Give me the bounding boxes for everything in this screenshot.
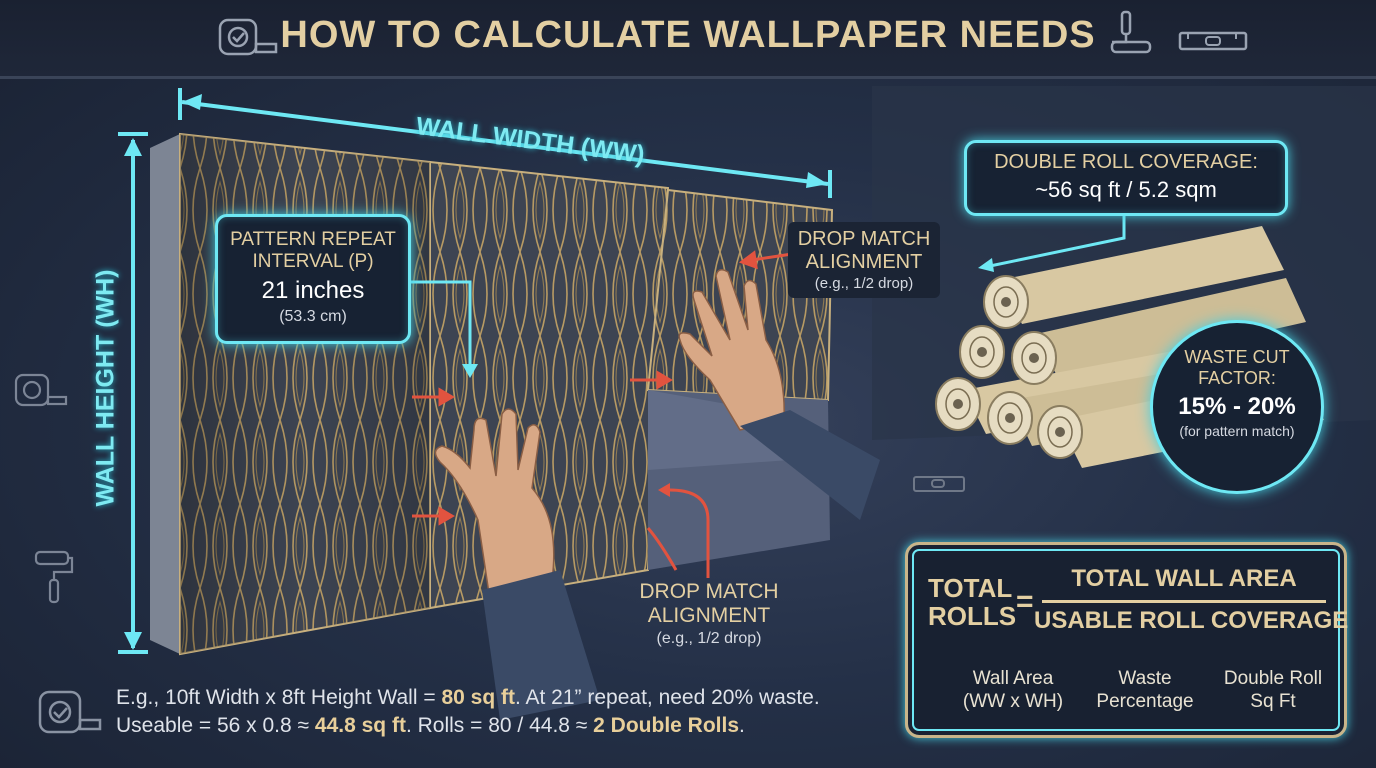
waste-factor-value: 15% - 20% — [1178, 393, 1296, 420]
formula-numerator: TOTAL WALL AREA — [1071, 565, 1297, 592]
wall-height-label: WALL HEIGHT (WH) — [91, 269, 120, 507]
spirit-level-icon — [1178, 30, 1250, 52]
drop-match-top-line2: ALIGNMENT — [805, 251, 923, 273]
tape-measure-icon — [218, 16, 278, 58]
drop-match-top-line1: DROP MATCH — [797, 228, 931, 250]
drop-match-top-note: (e.g., 1/2 drop) — [814, 275, 914, 292]
formula-denominator: USABLE ROLL COVERAGE — [1034, 607, 1349, 634]
waste-factor-note: (for pattern match) — [1179, 423, 1295, 439]
waste-factor-line1: WASTE CUT — [1184, 347, 1290, 367]
drop-match-bottom-line1: DROP MATCH — [639, 580, 779, 603]
alignment-arrows — [412, 250, 793, 526]
tape-measure-icon — [14, 372, 70, 410]
formula-lhs-line2: ROLLS — [928, 601, 1017, 631]
pattern-repeat-label-2: INTERVAL (P) — [252, 251, 374, 272]
waste-factor-badge: WASTE CUT FACTOR: 15% - 20% (for pattern… — [1150, 320, 1324, 494]
example-line-1: E.g., 10ft Width x 8ft Height Wall = 80 … — [116, 686, 820, 709]
roll-coverage-callout: DOUBLE ROLL COVERAGE: ~56 sq ft / 5.2 sq… — [964, 140, 1288, 216]
pattern-repeat-callout: PATTERN REPEAT INTERVAL (P) 21 inches (5… — [215, 214, 411, 344]
paint-roller-icon — [1108, 10, 1156, 62]
formula-box: TOTAL ROLLS = TOTAL WALL AREA USABLE ROL… — [905, 542, 1349, 738]
spirit-level-icon — [912, 474, 966, 494]
page-title: HOW TO CALCULATE WALLPAPER NEEDS — [280, 14, 1096, 56]
hands-illustration — [434, 269, 880, 720]
pattern-repeat-metric: (53.3 cm) — [279, 308, 347, 325]
waste-factor-line2: FACTOR: — [1198, 368, 1276, 388]
pattern-repeat-label-1: PATTERN REPEAT — [230, 229, 396, 250]
drop-match-bottom-line2: ALIGNMENT — [647, 604, 771, 627]
paint-roller-icon — [34, 548, 74, 606]
formula-lhs-line1: TOTAL — [928, 573, 1013, 603]
drop-match-callout-bottom: DROP MATCH ALIGNMENT (e.g., 1/2 drop) — [624, 578, 794, 656]
roll-coverage-line2: ~56 sq ft / 5.2 sqm — [1035, 177, 1217, 202]
pattern-repeat-value: 21 inches — [261, 277, 365, 304]
example-line-2: Useable = 56 x 0.8 ≈ 44.8 sq ft. Rolls =… — [116, 714, 745, 737]
wall-edge — [150, 134, 180, 654]
tape-measure-icon — [38, 688, 102, 738]
legend-wall-area: Wall Area(WW x WH) — [962, 668, 1064, 712]
title-bar: HOW TO CALCULATE WALLPAPER NEEDS — [0, 0, 1376, 79]
drop-match-bottom-note: (e.g., 1/2 drop) — [656, 630, 762, 647]
fraction-bar — [1042, 600, 1326, 603]
roll-coverage-line1: DOUBLE ROLL COVERAGE: — [994, 151, 1258, 173]
drop-match-callout-top: DROP MATCH ALIGNMENT (e.g., 1/2 drop) — [788, 222, 940, 298]
width-arrow — [181, 100, 829, 186]
formula-equals: = — [1016, 585, 1034, 618]
